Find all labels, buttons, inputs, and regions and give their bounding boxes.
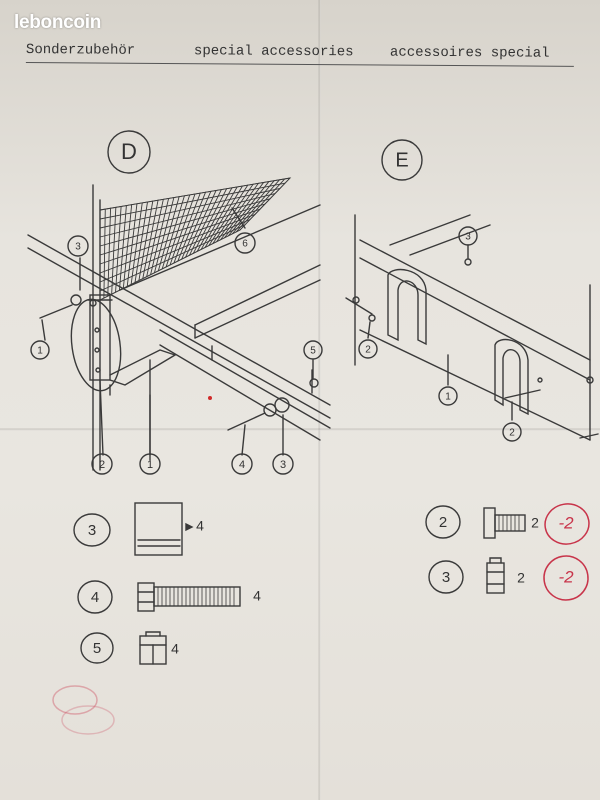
part-num-2-right: 2 xyxy=(439,514,447,531)
callout-e-1: 1 xyxy=(445,392,451,403)
callout-d-1-left: 1 xyxy=(37,346,43,357)
net-strand xyxy=(99,193,276,238)
callout-d-4: 4 xyxy=(239,459,245,471)
net-mesh xyxy=(99,177,292,301)
part-qty-2-right: 2 xyxy=(531,515,539,531)
handwritten-minus-2-a: -2 xyxy=(558,513,574,532)
paper-fold-horizontal xyxy=(0,428,600,431)
figure-e-badge xyxy=(381,139,423,181)
part-num-4: 4 xyxy=(91,589,99,606)
part-qty-3: 4 xyxy=(196,518,204,534)
part-num-3-right: 3 xyxy=(442,569,450,586)
net-strand xyxy=(99,177,291,211)
part-qty-3-right: 2 xyxy=(517,570,525,586)
callouts-d xyxy=(30,232,323,475)
paper-fold-vertical xyxy=(318,0,321,800)
hex-nut-icon xyxy=(486,557,505,594)
callout-d-2: 2 xyxy=(99,459,105,471)
net-strand xyxy=(99,224,246,292)
figure-e-label: E xyxy=(395,149,408,171)
watermark-logo: leboncoin xyxy=(14,12,102,33)
callout-d-3-bottom: 3 xyxy=(280,459,286,471)
figure-d-label: D xyxy=(121,139,137,164)
red-dot xyxy=(208,396,212,400)
part-num-5: 5 xyxy=(93,640,101,657)
parts-list-right xyxy=(425,505,464,594)
nut-icon xyxy=(139,631,167,665)
callout-d-3: 3 xyxy=(75,242,81,253)
net-strand xyxy=(99,219,251,283)
net-strand xyxy=(99,187,281,229)
net-strand xyxy=(99,229,241,301)
part-qty-4: 4 xyxy=(253,588,261,604)
bracket-plate-icon xyxy=(134,502,194,556)
callout-e-3: 3 xyxy=(465,232,471,243)
net-strand xyxy=(99,208,261,265)
callout-d-5: 5 xyxy=(310,346,316,357)
callouts-e xyxy=(358,226,522,442)
net-strand xyxy=(99,182,286,220)
figure-e-drawing xyxy=(345,214,599,441)
parts-list-left xyxy=(73,513,114,664)
net-strand xyxy=(99,203,266,256)
figure-d-drawing xyxy=(27,184,331,471)
callout-e-2-left: 2 xyxy=(365,345,371,356)
callout-d-6: 6 xyxy=(242,239,248,250)
net-strand xyxy=(99,213,256,274)
short-bolt-icon xyxy=(483,507,526,539)
part-num-3: 3 xyxy=(88,522,96,539)
figure-d-badge xyxy=(107,130,151,174)
callout-d-1-bottom: 1 xyxy=(147,459,153,471)
part-qty-5: 4 xyxy=(171,641,179,657)
net-strand xyxy=(99,198,271,247)
handwritten-minus-2-b: -2 xyxy=(558,567,574,586)
callout-e-2-right: 2 xyxy=(509,428,515,439)
long-bolt-icon xyxy=(137,582,241,612)
handwritten-marks xyxy=(52,503,590,735)
